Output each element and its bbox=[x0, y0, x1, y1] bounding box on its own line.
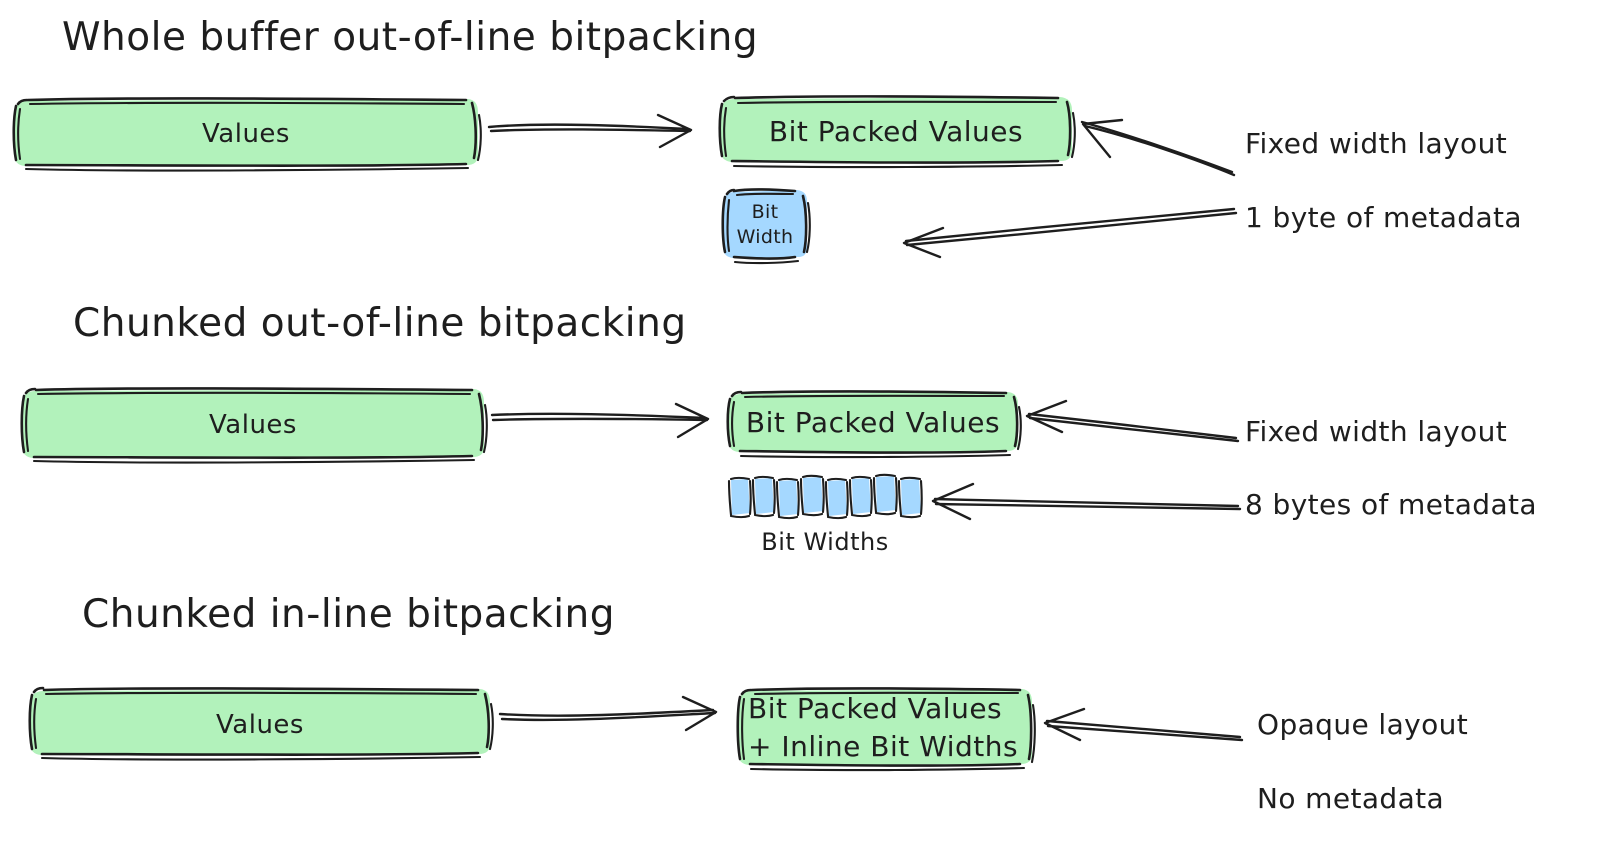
row2-annotation-fixed-width: Fixed width layout bbox=[1245, 415, 1508, 448]
bit-width-chunk bbox=[848, 475, 873, 518]
row1-arrow bbox=[487, 113, 693, 149]
row3-arrow bbox=[498, 695, 718, 732]
section-title-whole-buffer: Whole buffer out-of-line bitpacking bbox=[62, 15, 759, 60]
row2-annotation-arrow-fixed-width bbox=[1025, 399, 1240, 443]
bit-width-chunk bbox=[897, 476, 923, 519]
row1-annotation-arrow-metadata bbox=[902, 207, 1238, 259]
row1-bit-width-label: Bit Width bbox=[723, 192, 807, 258]
row2-bit-width-chunks bbox=[727, 473, 923, 520]
bit-width-chunk bbox=[824, 477, 849, 520]
row1-annotation-fixed-width: Fixed width layout bbox=[1245, 127, 1508, 160]
row1-annotation-arrow-fixed-width bbox=[1080, 118, 1236, 177]
row3-annotation-opaque: Opaque layout bbox=[1257, 708, 1469, 741]
bit-width-chunk bbox=[775, 477, 800, 520]
row1-bit-packed-values-label: Bit Packed Values bbox=[768, 115, 1024, 148]
row2-bit-widths-caption: Bit Widths bbox=[761, 528, 889, 556]
section-title-chunked-in-line: Chunked in-line bitpacking bbox=[82, 592, 616, 637]
row3-bit-packed-values-box bbox=[736, 687, 1036, 772]
section-title-chunked-out-of-line: Chunked out-of-line bitpacking bbox=[73, 301, 687, 346]
row1-bit-width-line2: Width bbox=[736, 226, 794, 248]
bit-width-chunk bbox=[751, 475, 776, 518]
row1-bit-width-line1: Bit bbox=[751, 201, 779, 223]
row3-values-label: Values bbox=[216, 710, 304, 740]
row1-annotation-metadata: 1 byte of metadata bbox=[1245, 201, 1522, 234]
row2-values-label: Values bbox=[209, 410, 297, 440]
row2-arrow bbox=[490, 402, 710, 439]
row3-bpv-line1: Bit Packed Values bbox=[748, 692, 1003, 725]
row1-values-label: Values bbox=[202, 119, 290, 149]
row2-annotation-metadata: 8 bytes of metadata bbox=[1245, 488, 1537, 521]
row2-bit-packed-values-label: Bit Packed Values bbox=[745, 406, 1001, 439]
row3-bpv-line2: + Inline Bit Widths bbox=[748, 730, 1019, 763]
row3-bit-packed-values-label: Bit Packed Values + Inline Bit Widths bbox=[748, 691, 1028, 765]
row1-bit-width-box bbox=[721, 188, 811, 265]
row2-annotation-arrow-metadata bbox=[931, 482, 1242, 521]
bit-width-chunk bbox=[727, 476, 752, 519]
row3-annotation-no-metadata: No metadata bbox=[1257, 782, 1445, 815]
bit-width-chunk bbox=[799, 474, 825, 517]
row3-annotation-arrow-opaque bbox=[1043, 707, 1244, 742]
bit-width-chunk bbox=[872, 473, 898, 516]
